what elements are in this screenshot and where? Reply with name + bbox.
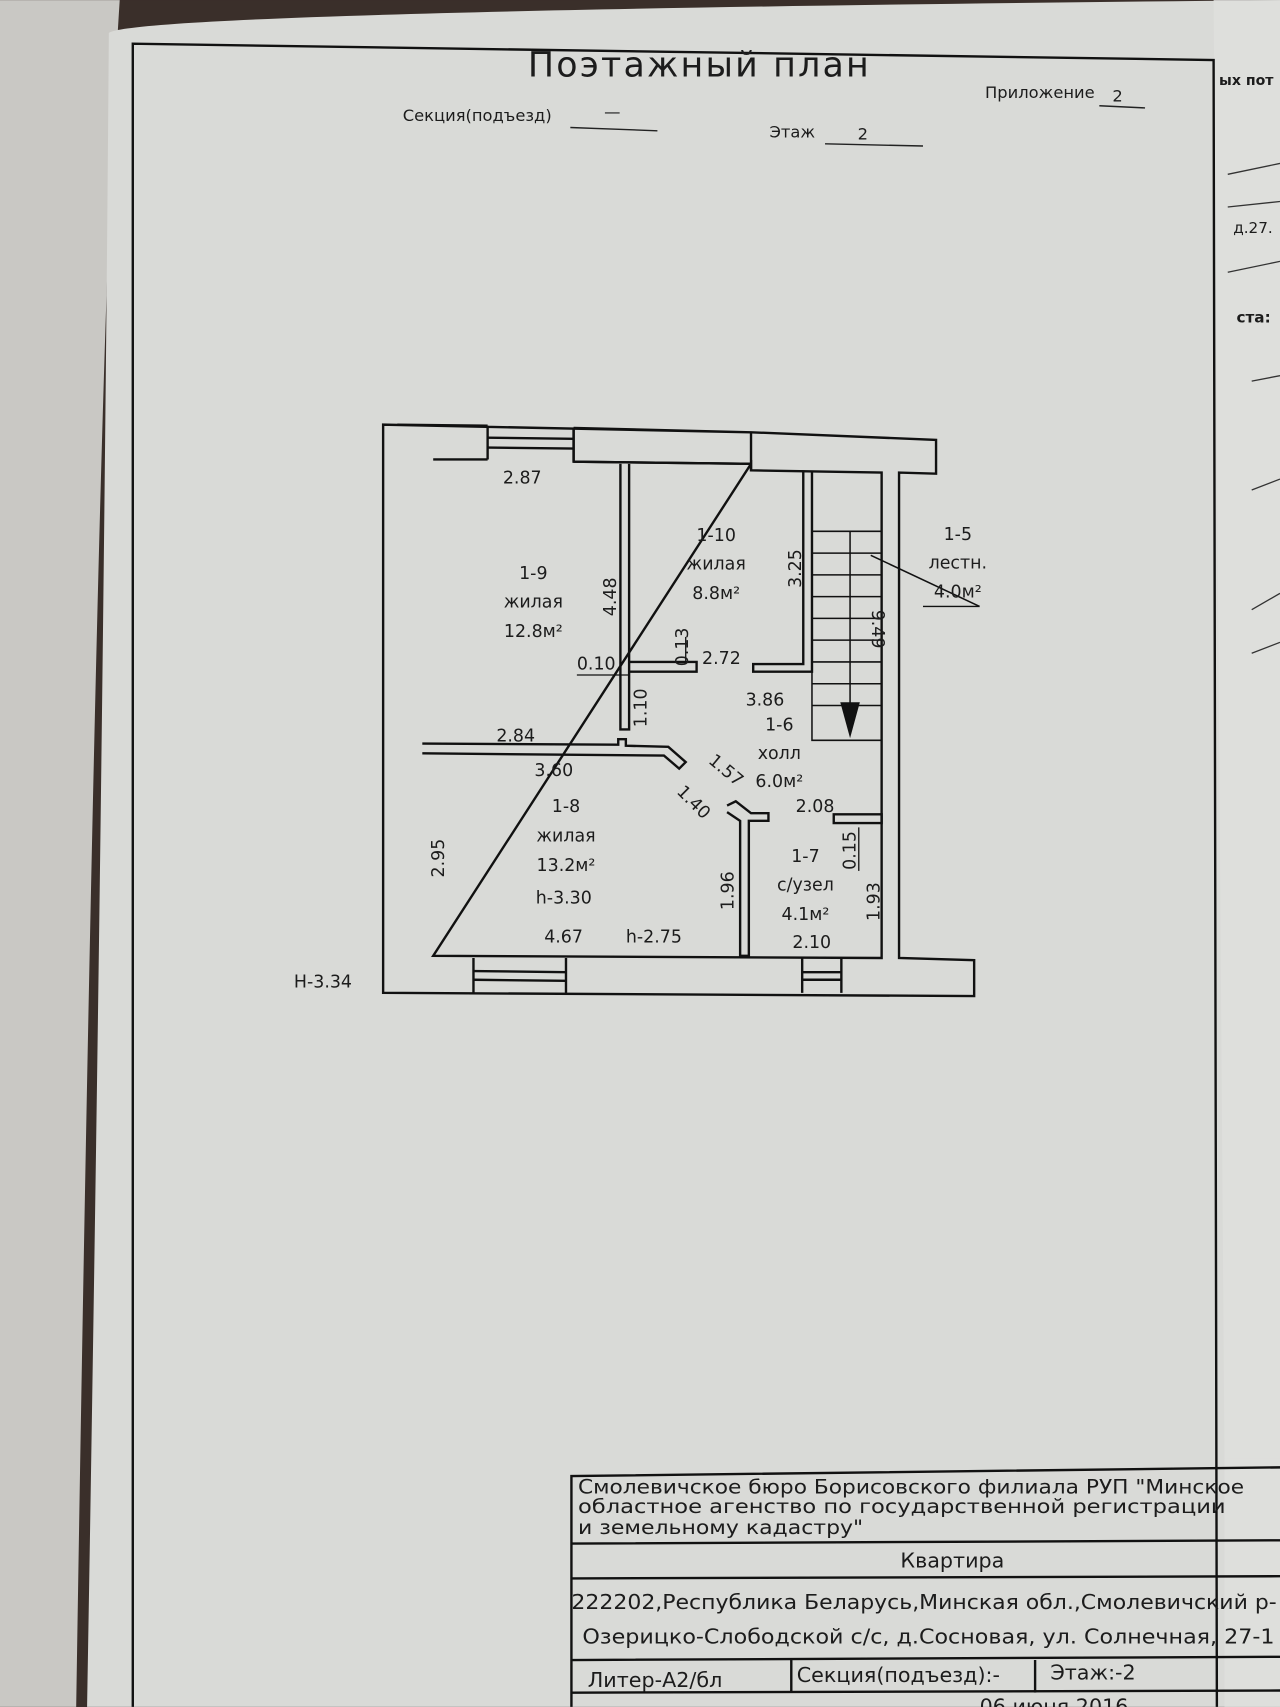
room-1-9-id: 1-9 bbox=[519, 564, 547, 584]
room-1-10-id: 1-10 bbox=[696, 526, 736, 546]
room-1-10-type: жилая bbox=[687, 554, 746, 574]
room-1-7-type: с/узел bbox=[777, 876, 834, 896]
date-partial: 06 июня 2016 bbox=[980, 1694, 1129, 1707]
plan-label: д.27. bbox=[1233, 219, 1273, 237]
adjacent-page-text: ых пот д.27. ста: bbox=[1219, 73, 1280, 654]
plan-label: 2.95 bbox=[429, 839, 449, 878]
plan-label: 9.49 bbox=[867, 610, 887, 649]
plan-label: 2.87 bbox=[503, 468, 542, 488]
plan-label: 0.13 bbox=[673, 628, 693, 667]
plan-label: 2.84 bbox=[496, 726, 535, 746]
room-1-5-area: 4.0м² bbox=[934, 583, 982, 603]
paper-sheet bbox=[87, 0, 1280, 1707]
room-1-6-type: холл bbox=[758, 744, 801, 764]
plan-label: 4.48 bbox=[601, 577, 621, 616]
plan-label: 2.72 bbox=[702, 649, 741, 669]
org-line-1: Смолевичское бюро Борисовского филиала Р… bbox=[578, 1476, 1244, 1499]
room-1-7-area: 4.1м² bbox=[782, 905, 830, 925]
room-1-9-area: 12.8м² bbox=[504, 622, 563, 642]
left-page-curl bbox=[0, 0, 120, 1707]
plan-label: ста: bbox=[1236, 308, 1270, 326]
plan-label: h-2.75 bbox=[626, 928, 682, 948]
address-line-2: Озерицко-Слободской с/с, д.Сосновая, ул.… bbox=[582, 1625, 1274, 1649]
plan-label: 4.67 bbox=[544, 928, 583, 948]
plan-label: 1.10 bbox=[632, 688, 652, 727]
elevation-mark: H-3.34 bbox=[294, 972, 352, 992]
plan-label: 2.10 bbox=[792, 933, 831, 953]
section-label: Секция(подъезд) bbox=[403, 106, 552, 125]
appendix-value: 2 bbox=[1112, 86, 1122, 105]
liter: Литер-А2/бл bbox=[588, 1668, 723, 1692]
room-1-7-id: 1-7 bbox=[791, 847, 819, 867]
section-value: — bbox=[604, 103, 620, 122]
org-line-2: областное агенство по государственной ре… bbox=[578, 1495, 1226, 1518]
org-line-3: и земельному кадастру" bbox=[578, 1516, 863, 1539]
floor-value: 2 bbox=[858, 124, 868, 143]
plan-label: 2.08 bbox=[796, 797, 835, 817]
plan-label: 3.25 bbox=[786, 549, 806, 588]
plan-label: 0.15 bbox=[841, 831, 861, 870]
room-1-10-area: 8.8м² bbox=[692, 584, 740, 604]
page-frame bbox=[131, 42, 1219, 1707]
plan-label: 3.60 bbox=[534, 761, 573, 781]
section: Секция(подъезд):- bbox=[797, 1663, 1000, 1687]
object-type: Квартира bbox=[900, 1549, 1004, 1573]
room-1-8-height: h-3.30 bbox=[536, 889, 592, 909]
plan-label: 1.93 bbox=[864, 882, 884, 921]
room-1-8-type: жилая bbox=[536, 827, 595, 847]
room-1-6-id: 1-6 bbox=[765, 716, 793, 736]
plan-label: 3.86 bbox=[746, 690, 785, 710]
floor: Этаж:-2 bbox=[1050, 1661, 1135, 1685]
adjacent-page bbox=[1213, 0, 1280, 1459]
plan-label: 1.96 bbox=[719, 871, 739, 910]
page-title: Поэтажный план bbox=[528, 45, 871, 85]
room-1-9-type: жилая bbox=[504, 593, 563, 613]
room-1-8-id: 1-8 bbox=[552, 797, 580, 817]
plan-label: 0.10 bbox=[577, 655, 616, 675]
room-1-8-area: 13.2м² bbox=[537, 856, 596, 876]
plan-label: ых пот bbox=[1219, 73, 1274, 89]
room-1-6-area: 6.0м² bbox=[755, 772, 803, 792]
address-line-1: 222202,Республика Беларусь,Минская обл.,… bbox=[571, 1590, 1276, 1614]
title-block: Смолевичское бюро Борисовского филиала Р… bbox=[570, 1458, 1280, 1707]
header: Поэтажный план Приложение 2 Секция(подъе… bbox=[403, 45, 1146, 147]
room-1-5-type: лестн. bbox=[929, 553, 987, 573]
appendix-label: Приложение bbox=[985, 83, 1095, 102]
floor-label: Этаж bbox=[770, 122, 816, 141]
room-1-5-id: 1-5 bbox=[944, 525, 972, 545]
